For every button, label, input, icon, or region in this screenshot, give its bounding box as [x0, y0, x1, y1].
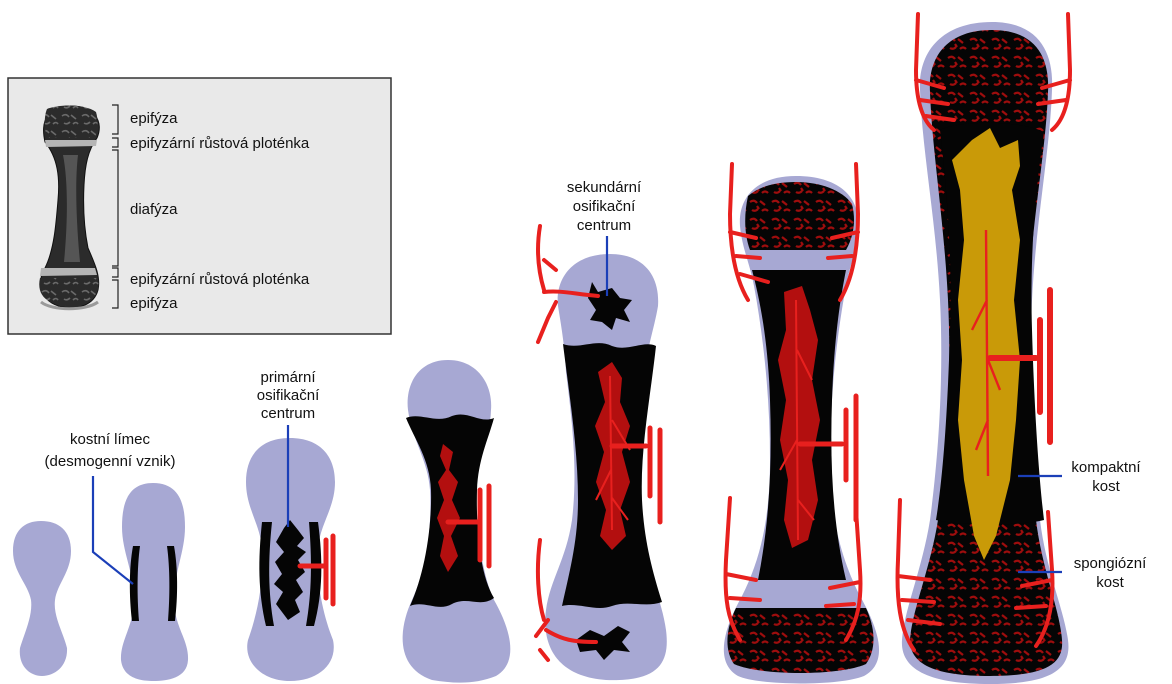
svg-text:kost: kost — [1092, 478, 1120, 495]
svg-text:centrum: centrum — [577, 217, 631, 234]
stage4-bone — [403, 360, 511, 683]
legend-epiphysis-top: epifýza — [130, 110, 178, 127]
svg-text:osifikační: osifikační — [573, 198, 636, 215]
stage3-bone — [246, 438, 335, 681]
spongy-bone-label: spongiózní kost — [1074, 555, 1147, 591]
svg-text:osifikační: osifikační — [257, 387, 320, 404]
legend-box: epifýza epifyzární růstová ploténka diaf… — [8, 78, 391, 334]
compact-bone-label: kompaktní kost — [1071, 459, 1141, 495]
legend-diaphysis: diafýza — [130, 201, 178, 218]
svg-text:sekundární: sekundární — [567, 179, 642, 196]
svg-text:spongiózní: spongiózní — [1074, 555, 1147, 572]
svg-text:kompaktní: kompaktní — [1071, 459, 1141, 476]
svg-text:primární: primární — [260, 369, 316, 386]
svg-text:kost: kost — [1096, 574, 1124, 591]
legend-epiphysis-bottom: epifýza — [130, 295, 178, 312]
primary-center-label: primární osifikační centrum — [257, 369, 320, 422]
svg-text:(desmogenní vznik): (desmogenní vznik) — [45, 453, 176, 470]
svg-text:centrum: centrum — [261, 405, 315, 422]
secondary-center-label: sekundární osifikační centrum — [567, 179, 642, 234]
stage7-bone — [898, 14, 1070, 684]
stage5-bone — [536, 226, 667, 680]
bone-collar-label: kostní límec (desmogenní vznik) — [45, 431, 176, 470]
legend-growth-plate-top: epifyzární růstová ploténka — [130, 135, 310, 152]
svg-text:kostní límec: kostní límec — [70, 431, 151, 448]
stage6-bone — [724, 164, 879, 684]
stage1-cartilage-model — [13, 521, 71, 676]
legend-growth-plate-bottom: epifyzární růstová ploténka — [130, 271, 310, 288]
